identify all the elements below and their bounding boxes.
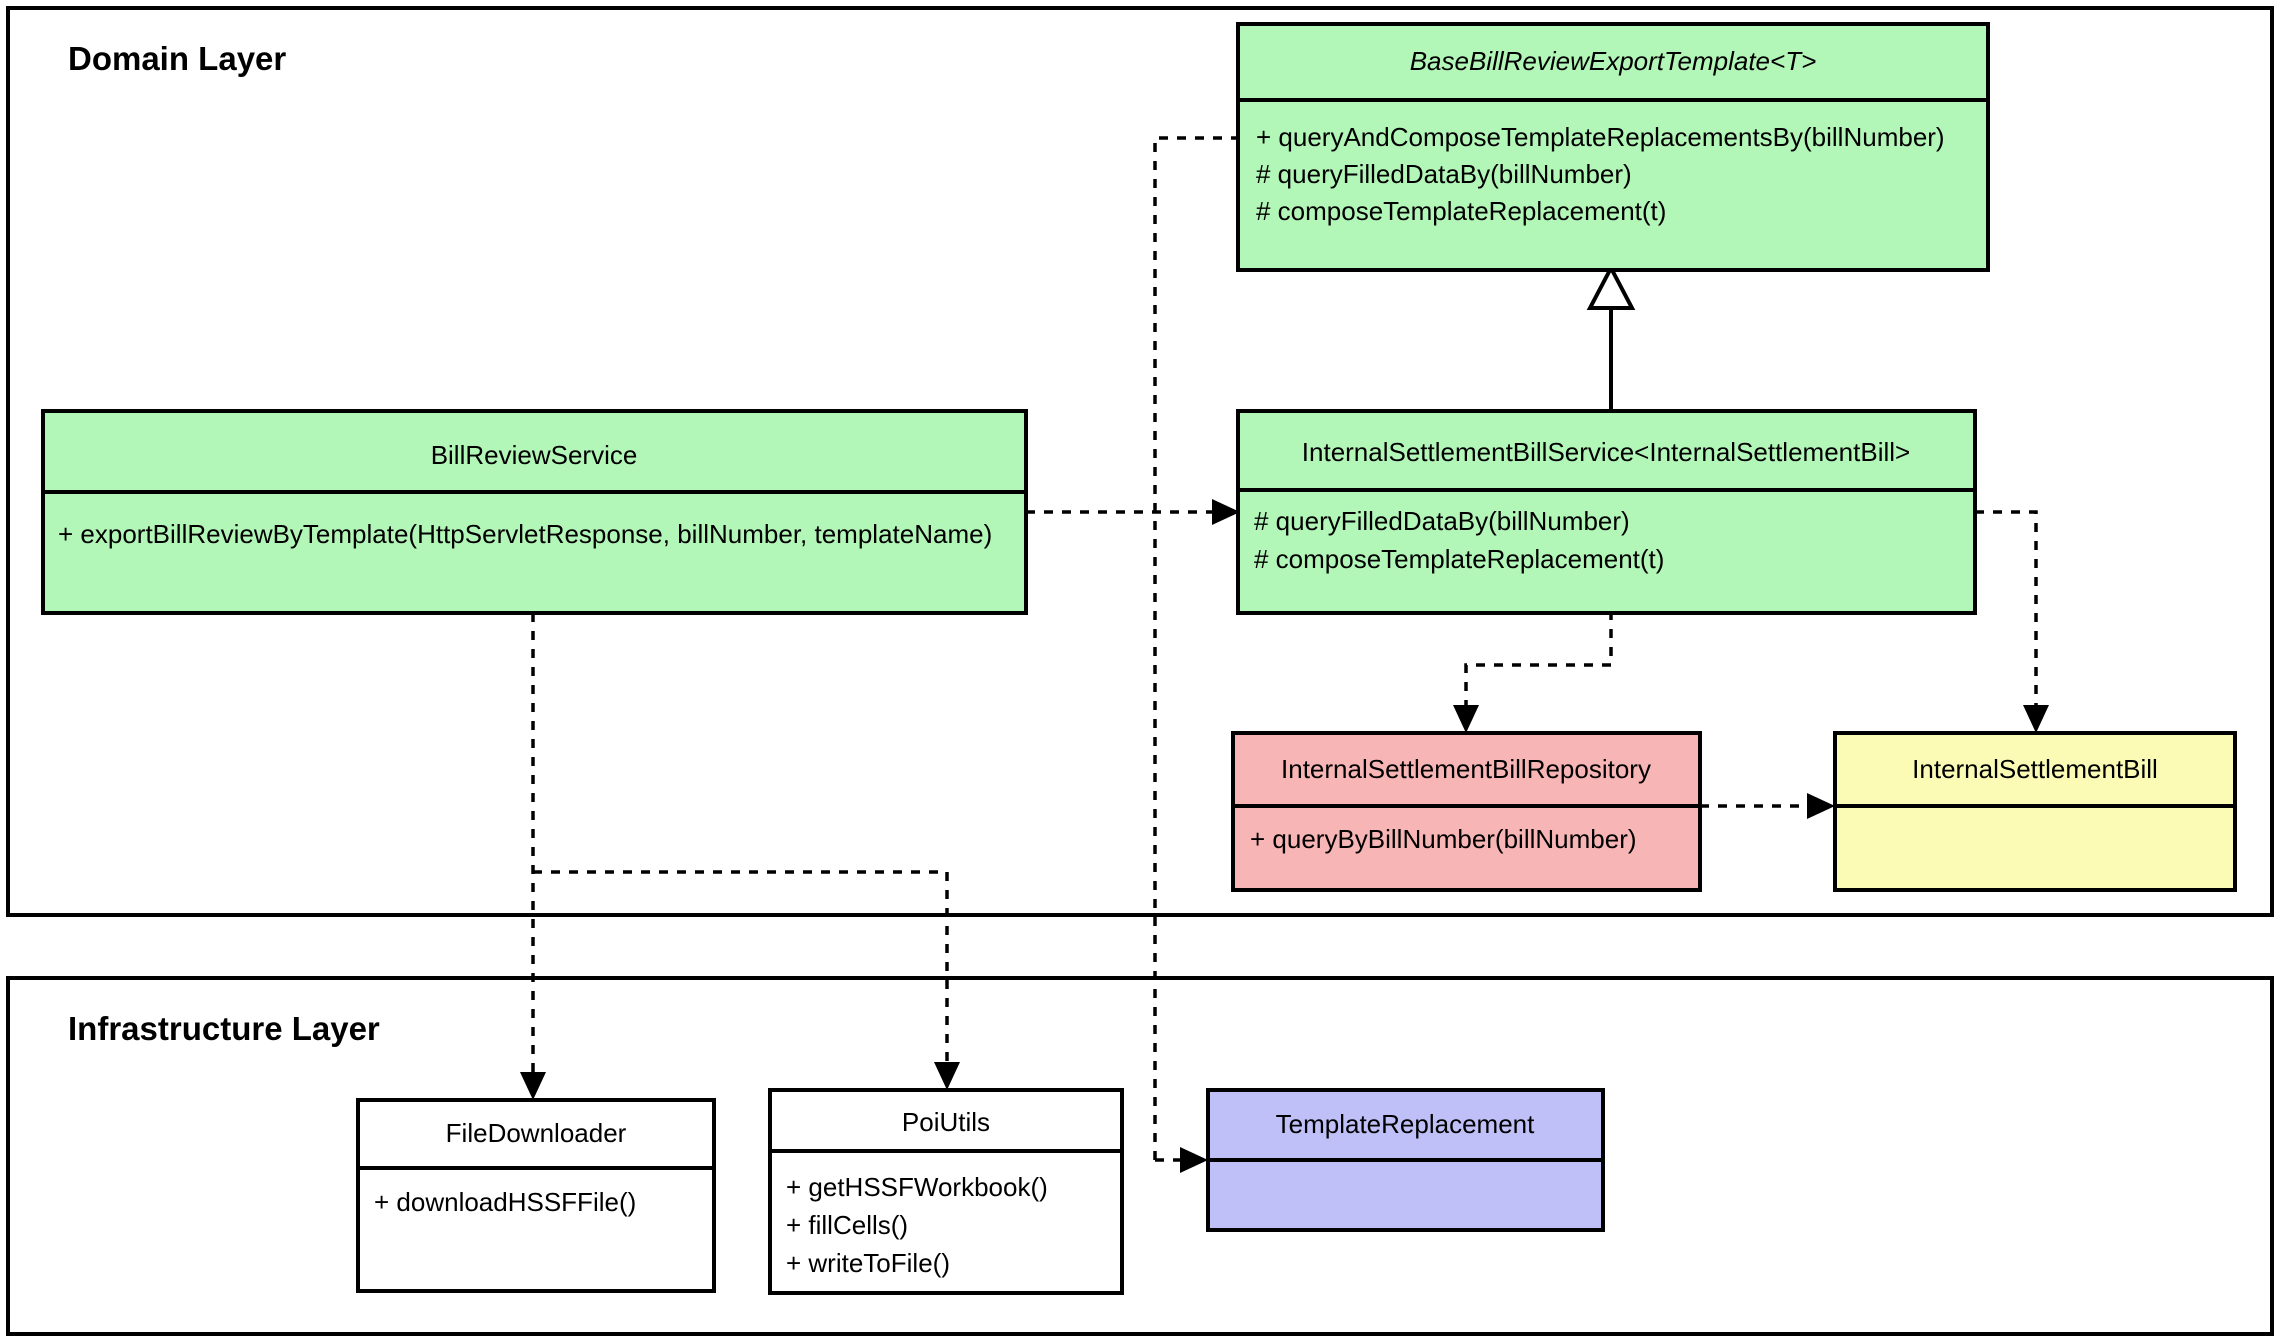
class-title-internal-settlement-bill-service: InternalSettlementBillService<InternalSe… bbox=[1302, 437, 1910, 467]
edge-settlement-service-to-bill-arrowhead bbox=[2023, 705, 2049, 733]
class-box-file-downloader-rect[interactable] bbox=[356, 1098, 716, 1293]
class-box-internal-settlement-bill-service-rect[interactable] bbox=[1236, 409, 1977, 615]
class-box-internal-settlement-bill-repository[interactable]: InternalSettlementBillRepository + query… bbox=[1231, 731, 1702, 892]
edge-settlement-service-to-repository-path bbox=[1464, 611, 1613, 720]
class-title-file-downloader: FileDownloader bbox=[446, 1118, 627, 1148]
edge-bill-review-service-to-poi-utils bbox=[533, 870, 960, 1090]
class-title-template-replacement: TemplateReplacement bbox=[1276, 1109, 1535, 1139]
edge-into-template-replacement-arrowhead bbox=[1180, 1147, 1208, 1173]
edge-bill-review-service-to-settlement-service bbox=[1026, 499, 1240, 525]
class-member-bill-review-service-0: + exportBillReviewByTemplate(HttpServlet… bbox=[58, 519, 992, 549]
class-member-base-template-1: # queryFilledDataBy(billNumber) bbox=[1256, 159, 1632, 189]
class-box-internal-settlement-bill[interactable]: InternalSettlementBill bbox=[1833, 731, 2237, 892]
class-member-settlement-service-0: # queryFilledDataBy(billNumber) bbox=[1254, 506, 1630, 536]
domain-layer-title: Domain Layer bbox=[68, 40, 286, 77]
infrastructure-layer-title: Infrastructure Layer bbox=[68, 1010, 380, 1047]
class-member-poi-utils-1: + fillCells() bbox=[786, 1210, 908, 1240]
class-title-bill-review-service: BillReviewService bbox=[431, 440, 638, 470]
class-title-internal-settlement-bill-repository: InternalSettlementBillRepository bbox=[1281, 754, 1651, 784]
class-box-bill-review-service-rect[interactable] bbox=[41, 409, 1028, 615]
class-member-base-template-2: # composeTemplateReplacement(t) bbox=[1256, 196, 1666, 226]
class-box-poi-utils[interactable]: PoiUtils + getHSSFWorkbook() + fillCells… bbox=[768, 1088, 1124, 1295]
edge-settlement-service-to-bill bbox=[1975, 510, 2049, 733]
edge-bill-review-service-to-file-downloader bbox=[520, 613, 546, 1100]
class-title-base-bill-review-export-template: BaseBillReviewExportTemplate<T> bbox=[1410, 46, 1817, 76]
edge-repository-to-bill bbox=[1700, 793, 1835, 819]
edge-settlement-service-to-repository bbox=[1453, 611, 1613, 733]
class-box-internal-settlement-bill-repository-rect[interactable] bbox=[1231, 731, 1702, 892]
class-member-file-downloader-0: + downloadHSSFFile() bbox=[374, 1187, 636, 1217]
class-box-file-downloader[interactable]: FileDownloader + downloadHSSFFile() bbox=[356, 1098, 716, 1293]
class-box-internal-settlement-bill-rect[interactable] bbox=[1833, 731, 2237, 892]
class-member-repository-0: + queryByBillNumber(billNumber) bbox=[1250, 824, 1637, 854]
edge-repository-to-bill-arrowhead bbox=[1807, 793, 1835, 819]
class-box-poi-utils-rect[interactable] bbox=[768, 1088, 1124, 1295]
edge-bill-review-service-to-settlement-service-arrowhead bbox=[1212, 499, 1240, 525]
class-title-internal-settlement-bill: InternalSettlementBill bbox=[1912, 754, 2158, 784]
class-member-poi-utils-2: + writeToFile() bbox=[786, 1248, 950, 1278]
class-box-internal-settlement-bill-service[interactable]: InternalSettlementBillService<InternalSe… bbox=[1236, 409, 1977, 615]
class-title-poi-utils: PoiUtils bbox=[902, 1107, 990, 1137]
class-box-base-bill-review-export-template[interactable]: BaseBillReviewExportTemplate<T> + queryA… bbox=[1236, 22, 1990, 272]
edge-bill-review-service-to-poi-utils-path bbox=[533, 870, 949, 1077]
edge-settlement-service-to-bill-path bbox=[1975, 510, 2038, 720]
class-member-base-template-0: + queryAndComposeTemplateReplacementsBy(… bbox=[1256, 122, 1945, 152]
infrastructure-layer-frame: Infrastructure Layer bbox=[6, 976, 2274, 1336]
edge-bill-review-service-to-file-downloader-arrowhead bbox=[520, 1072, 546, 1100]
class-box-bill-review-service[interactable]: BillReviewService + exportBillReviewByTe… bbox=[41, 409, 1028, 615]
class-member-poi-utils-0: + getHSSFWorkbook() bbox=[786, 1172, 1048, 1202]
edge-generalization-hollow-triangle bbox=[1586, 263, 1636, 310]
edge-generalization-settlement-service-to-base-template bbox=[1586, 263, 1636, 411]
edge-bill-review-service-to-poi-utils-arrowhead bbox=[934, 1062, 960, 1090]
class-box-template-replacement[interactable]: TemplateReplacement bbox=[1206, 1088, 1605, 1232]
class-box-base-bill-review-export-template-rect[interactable] bbox=[1236, 22, 1990, 272]
class-member-settlement-service-1: # composeTemplateReplacement(t) bbox=[1254, 544, 1664, 574]
edge-into-template-replacement bbox=[1155, 1147, 1208, 1173]
edge-settlement-service-to-repository-arrowhead bbox=[1453, 705, 1479, 733]
